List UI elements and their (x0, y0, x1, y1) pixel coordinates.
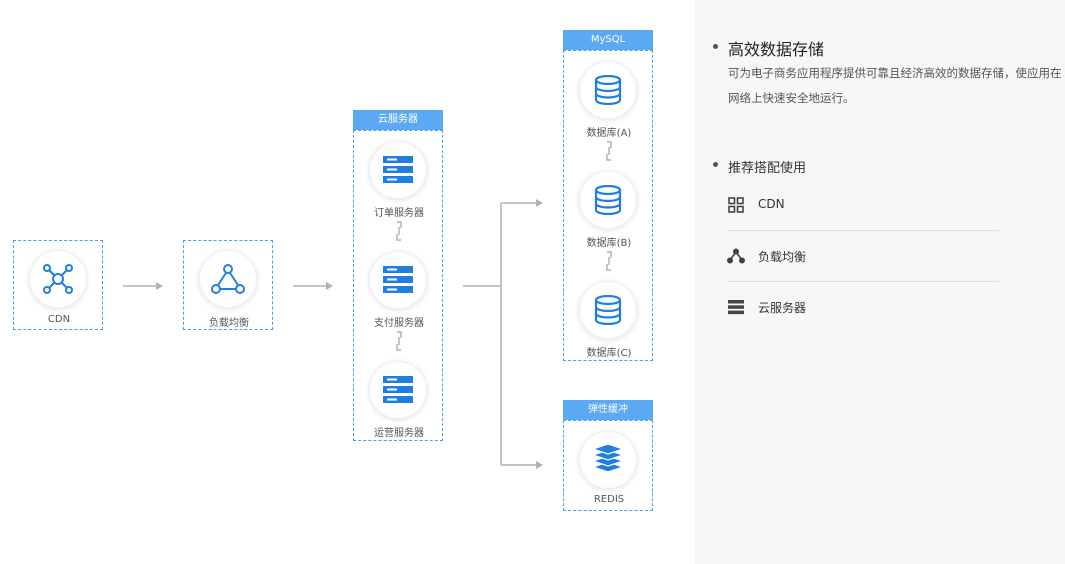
recommend-item-lb[interactable]: 负载均衡 (727, 247, 999, 297)
database-icon (594, 185, 622, 215)
payment-server-icon-circle[interactable] (369, 251, 427, 309)
cloud-server-group: 订单服务器 支付服务器 运营服务器 (353, 130, 443, 441)
divider (727, 230, 999, 231)
recommend-item-server[interactable]: 云服务器 (727, 298, 999, 348)
cdn-node[interactable]: CDN (13, 240, 103, 330)
server-icon (383, 156, 413, 183)
divider (727, 281, 999, 282)
load-balancer-node[interactable]: 负载均衡 (183, 240, 273, 330)
cache-group: REDIS (563, 420, 653, 511)
order-server-label: 订单服务器 (374, 208, 424, 219)
load-balancer-icon (211, 264, 245, 294)
ops-server-label: 运营服务器 (374, 428, 424, 439)
db-b-label: 数据库(B) (586, 238, 632, 249)
db-c-icon-circle[interactable] (579, 281, 637, 339)
redis-layers-icon (592, 445, 624, 473)
order-server-icon-circle[interactable] (369, 141, 427, 199)
redis-label: REDIS (593, 494, 625, 505)
mysql-group-header: MySQL (563, 30, 653, 50)
ops-server-icon-circle[interactable] (369, 361, 427, 419)
recommend-title: 推荐搭配使用 (728, 161, 807, 176)
server-icon (383, 376, 413, 403)
chain-link-icon (606, 251, 612, 271)
db-c-label: 数据库(C) (586, 348, 632, 359)
cdn-label: CDN (47, 314, 71, 325)
lb-icon-circle (199, 250, 257, 308)
mysql-group: 数据库(A) 数据库(B) (563, 50, 653, 361)
db-b-icon-circle[interactable] (579, 171, 637, 229)
connector-lines (123, 199, 543, 469)
chain-link-icon (606, 141, 612, 161)
payment-server-label: 支付服务器 (374, 318, 424, 329)
server-icon (383, 266, 413, 293)
cache-group-header: 弹性缓冲 (563, 400, 653, 420)
redis-icon-circle[interactable] (579, 431, 637, 489)
panel-description: 可为电子商务应用程序提供可靠且经济高效的数据存储，使应用在网络上快速安全地运行。 (728, 66, 1062, 105)
chain-link-icon (396, 331, 402, 351)
panel-title: 高效数据存储 (728, 40, 825, 59)
title-bullet (713, 44, 718, 49)
recommend-label-server: 云服务器 (758, 301, 807, 315)
info-panel (695, 0, 1065, 564)
lb-label: 负载均衡 (209, 318, 249, 329)
server-stack-icon (727, 298, 745, 316)
recommend-label-lb: 负载均衡 (758, 250, 807, 264)
cdn-icon-circle (29, 250, 87, 308)
recommend-bullet (713, 162, 718, 167)
chain-link-icon (396, 221, 402, 241)
database-icon (594, 75, 622, 105)
nodes-icon (727, 247, 745, 265)
cloud-server-group-header: 云服务器 (353, 110, 443, 130)
grid-icon (727, 196, 745, 214)
db-a-label: 数据库(A) (586, 128, 632, 139)
database-icon (594, 295, 622, 325)
recommend-label-cdn: CDN (758, 197, 785, 211)
cdn-network-icon (43, 264, 73, 294)
db-a-icon-circle[interactable] (579, 61, 637, 119)
recommend-item-cdn[interactable]: CDN (727, 196, 999, 246)
